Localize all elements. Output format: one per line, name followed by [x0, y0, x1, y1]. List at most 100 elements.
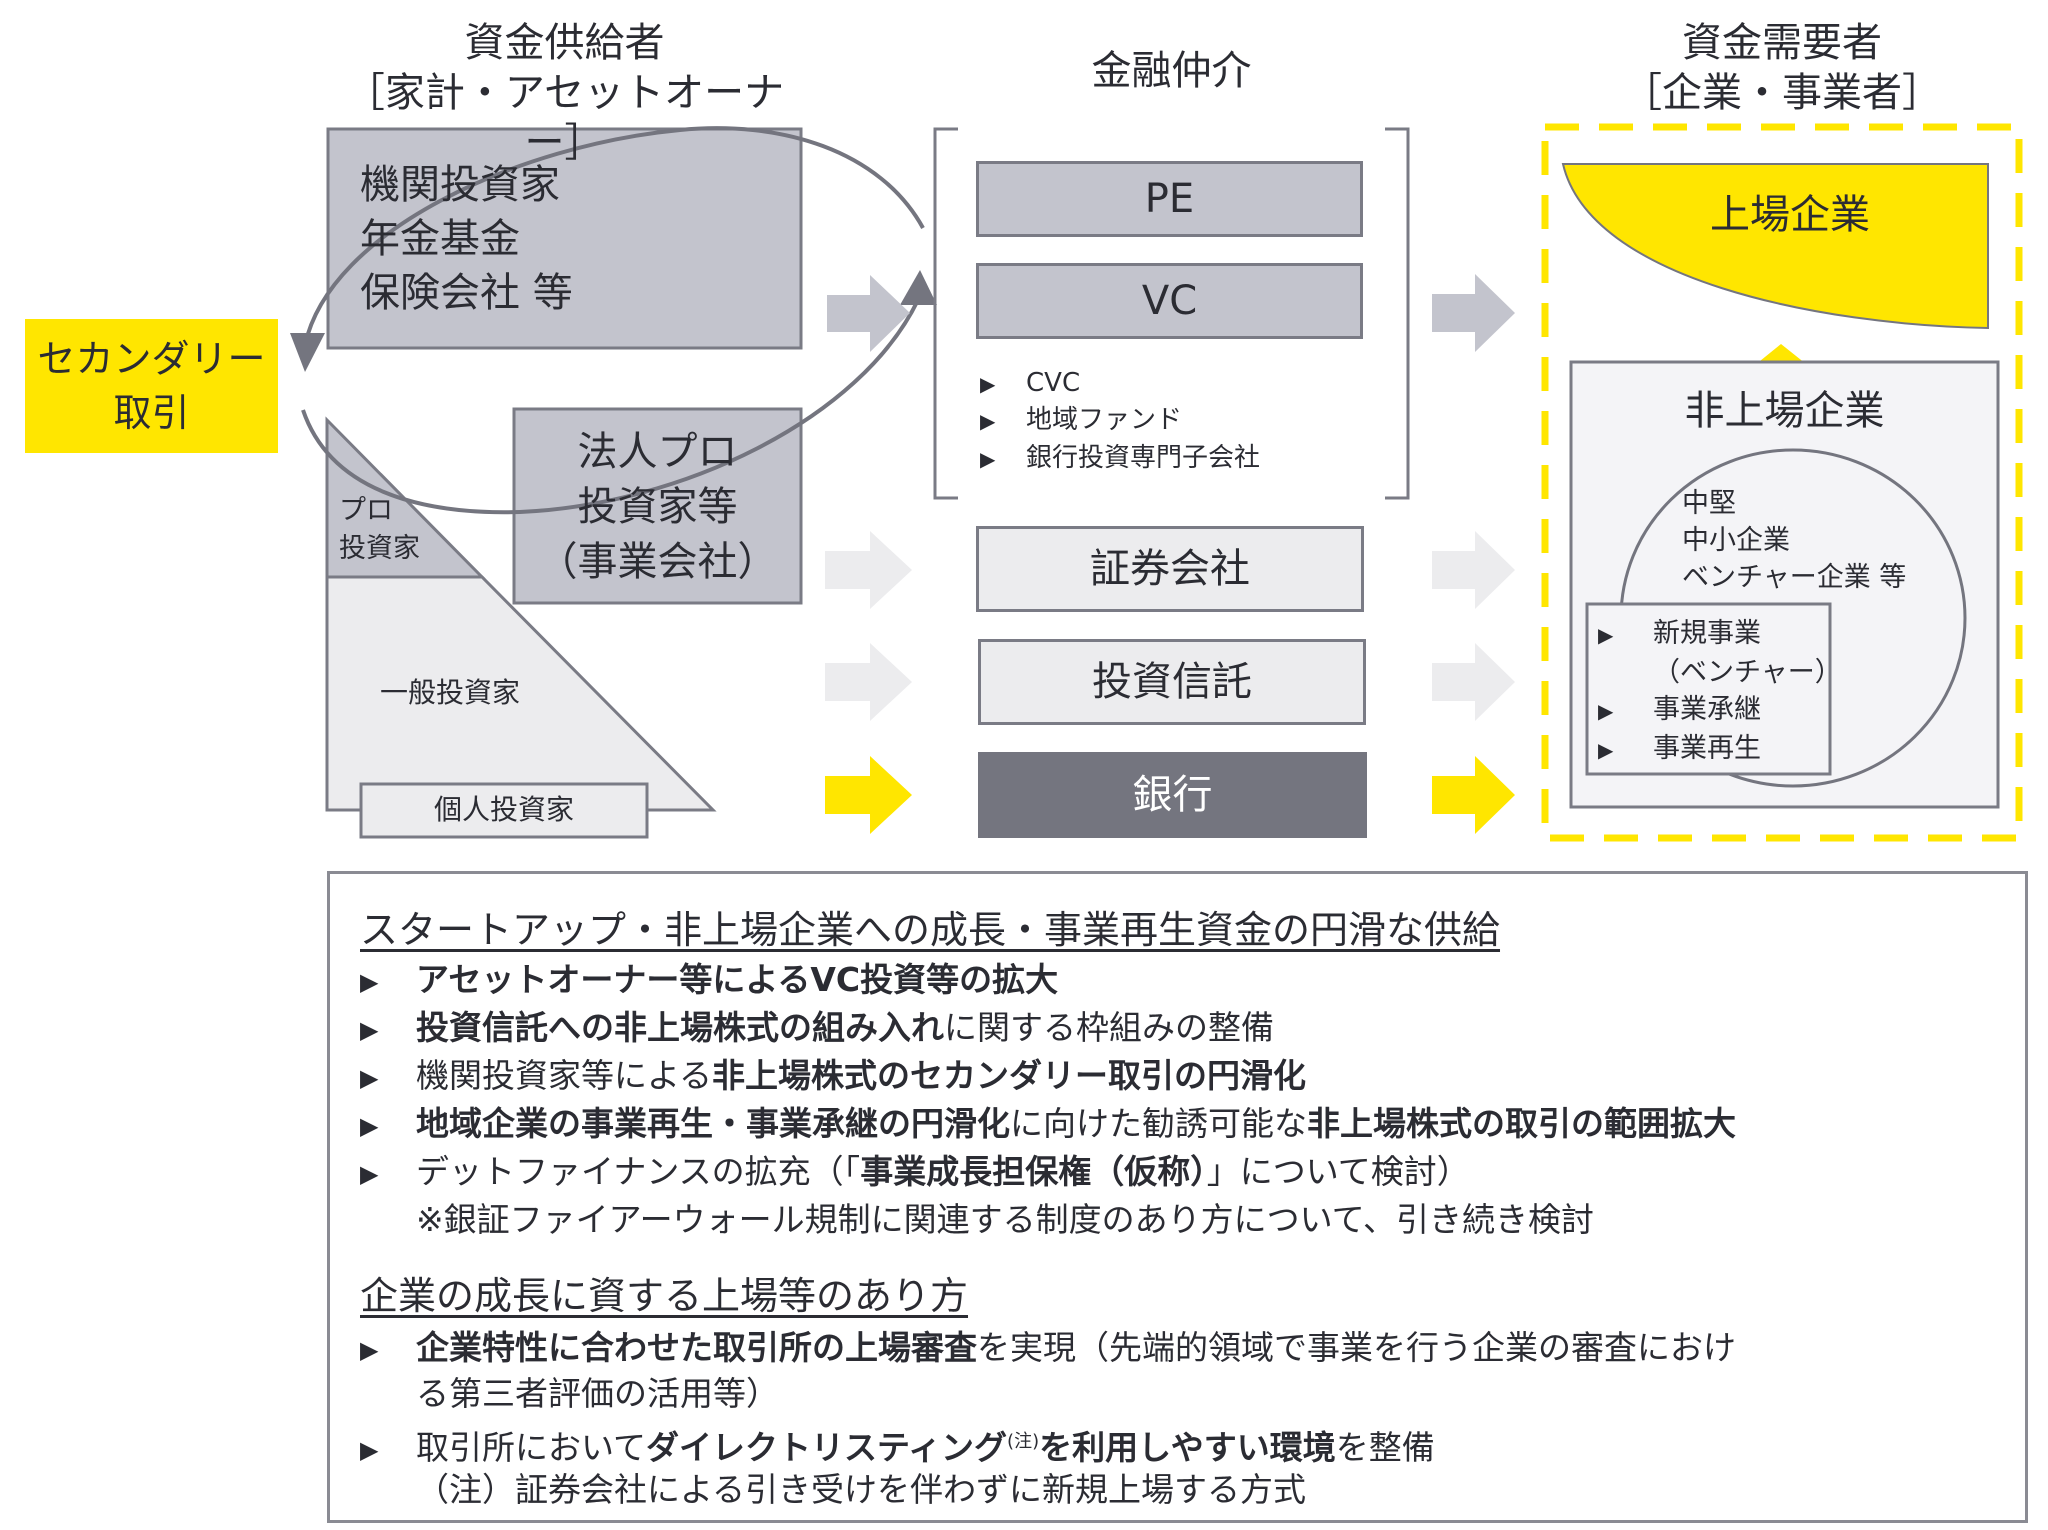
supply-subtitle: ［家計・アセットオーナー］ [344, 70, 785, 166]
investment-trust-label: 投資信託 [1092, 659, 1252, 705]
intermediary-bracket-left [933, 127, 958, 500]
bullet-triangle-icon: ▶ [980, 371, 996, 396]
institutional-item: 年金基金 [360, 216, 520, 262]
unlisted-type-item: 中堅 [1682, 488, 1736, 519]
policy-item: ▶ 機関投資家等による非上場株式のセカンダリー取引の円滑化 [360, 1052, 1306, 1102]
supply-title: 資金供給者 [464, 20, 665, 66]
demand-header: 資金需要者 ［企業・事業者］ [1545, 18, 2019, 118]
secondary-label-line: 取引 [113, 391, 190, 435]
policy-item: ▶地域企業の事業再生・事業承継の円滑化に向けた勧誘可能な非上場株式の取引の範囲拡… [360, 1100, 1736, 1150]
body-text: を整備 [1335, 1428, 1435, 1467]
institutional-box [326, 127, 803, 350]
emphasis-text: 事業成長担保権（仮称） [860, 1152, 1207, 1191]
vc-label: VC [1141, 278, 1198, 324]
stage-item: ▶新規事業 [1598, 615, 1842, 654]
bullet-triangle-icon: ▶ [360, 967, 379, 996]
vc-box: VC [976, 263, 1363, 339]
arrow-right-icon [1432, 756, 1515, 834]
body-text: に関する枠組みの整備 [944, 1008, 1274, 1047]
demand-dashed-frame [1541, 123, 2023, 842]
cycle-arc-upper [303, 126, 925, 346]
arrow-right-icon [825, 756, 912, 834]
demand-title: 資金需要者 [1682, 20, 1882, 66]
unlisted-label: 非上場企業 [1684, 388, 1885, 434]
stage-label: 事業再生 [1653, 733, 1761, 764]
bank-label: 銀行 [1132, 772, 1213, 818]
corporate-pro-label: 法人プロ 投資家等 （事業会社） [514, 425, 801, 590]
institutional-item: 機関投資家 [360, 162, 560, 208]
section2-title: 企業の成長に資する上場等のあり方 [360, 1274, 969, 1318]
securities-label: 証券会社 [1090, 546, 1250, 592]
cycle-arc-lower [301, 299, 920, 515]
stage-item: ▶ 事業再生 [1598, 730, 1842, 769]
arc-arrowhead-down-icon [290, 333, 325, 372]
footnote-marker: (注) [1007, 1431, 1040, 1452]
secondary-box [25, 319, 278, 453]
supply-header: 資金供給者 ［家計・アセットオーナー］ [328, 18, 801, 168]
stage-item: ▶ 事業承継 [1598, 691, 1842, 730]
unlisted-type-item: ベンチャー企業 等 [1682, 562, 1907, 593]
listed-label: 上場企業 [1710, 192, 1870, 238]
individual-investor-box [359, 782, 649, 839]
arc-arrowhead-up-icon [900, 270, 937, 305]
bullet-triangle-icon: ▶ [360, 1159, 379, 1188]
vc-type-item: ▶ CVC [980, 364, 1080, 403]
demand-subtitle: ［企業・事業者］ [1622, 70, 1942, 116]
corporate-pro-line: 法人プロ [577, 429, 738, 475]
emphasis-text: 非上場株式のセカンダリー取引の円滑化 [712, 1056, 1307, 1095]
investment-trust-box: 投資信託 [978, 639, 1366, 725]
unlisted-type-item: 中小企業 [1682, 525, 1790, 556]
arrow-right-icon [825, 643, 912, 721]
bullet-triangle-icon: ▶ [360, 1335, 379, 1364]
emphasis-text: アセットオーナー等によるVC投資等の拡大 [416, 960, 1059, 999]
emphasis-text: 投資信託への非上場株式の組み入れ [416, 1008, 944, 1047]
bullet-triangle-icon: ▶ [360, 1063, 379, 1092]
bullet-triangle-icon: ▶ [1598, 699, 1614, 723]
listed-shape [1561, 163, 1989, 330]
arrow-right-icon [1432, 274, 1515, 352]
arrow-right-icon [1432, 643, 1515, 721]
body-text: 取引所において [416, 1428, 647, 1467]
policy-item-continuation: る第三者評価の活用等） [416, 1374, 779, 1413]
intermediary-header: 金融仲介 [935, 46, 1408, 96]
emphasis-text: ダイレクトリスティング [646, 1428, 1008, 1467]
emphasis-text: を利用しやすい環境 [1039, 1428, 1336, 1467]
section2-note: （注）証券会社による引き受けを伴わずに新規上場する方式 [416, 1470, 1307, 1509]
pro-investor-line: 投資家 [339, 533, 420, 564]
vc-type-item: ▶銀行投資専門子会社 [980, 439, 1260, 478]
section1-title: スタートアップ・非上場企業への成長・事業再生資金の円滑な供給 [360, 908, 1501, 952]
body-text: 機関投資家等による [416, 1056, 713, 1095]
stage-label: 事業承継 [1653, 694, 1761, 725]
vc-type-label: CVC [1026, 368, 1081, 398]
emphasis-text: 非上場株式の取引の範囲拡大 [1307, 1104, 1736, 1143]
stage-label: （ベンチャー） [1653, 657, 1842, 688]
secondary-label-line: セカンダリー [37, 337, 266, 381]
body-text: に向けた勧誘可能な [1010, 1104, 1307, 1143]
policy-item: ▶企業特性に合わせた取引所の上場審査を実現（先端的領域で事業を行う企業の審査にお… [360, 1324, 1736, 1374]
corporate-pro-line: （事業会社） [537, 539, 778, 585]
institutional-list: 機関投資家 年金基金 保険会社 等 [360, 158, 573, 320]
unlisted-types: 中堅 中小企業 ベンチャー企業 等 [1682, 485, 1906, 596]
bullet-triangle-icon: ▶ [1598, 623, 1614, 647]
pro-investor-label: プロ 投資家 [339, 492, 420, 568]
institutional-item: 保険会社 等 [360, 270, 573, 316]
corporate-pro-line: 投資家等 [577, 484, 738, 530]
corporate-pro-box [512, 407, 803, 605]
arrow-right-icon [1432, 531, 1515, 609]
general-investor-label: 一般投資家 [380, 676, 521, 709]
vc-type-label: 地域ファンド [1026, 405, 1183, 435]
policy-item: ▶ アセットオーナー等によるVC投資等の拡大 [360, 956, 1058, 1006]
body-text: を実現（先端的領域で事業を行う企業の審査におけ [977, 1328, 1736, 1367]
stages-box [1585, 602, 1832, 776]
bullet-triangle-icon: ▶ [360, 1435, 379, 1464]
bullet-triangle-icon: ▶ [1598, 738, 1614, 762]
securities-box: 証券会社 [976, 526, 1364, 612]
vc-type-label: 銀行投資専門子会社 [1026, 443, 1261, 473]
emphasis-text: 地域企業の事業再生・事業承継の円滑化 [416, 1104, 1010, 1143]
arrow-right-icon [827, 275, 910, 352]
intermediary-bracket-right [1385, 127, 1410, 500]
policy-item: ▶ 取引所においてダイレクトリスティング(注)を利用しやすい環境を整備 [360, 1418, 1435, 1474]
policy-item: ▶デットファイナンスの拡充（「事業成長担保権（仮称）」について検討） [360, 1148, 1470, 1198]
section1-note: ※銀証ファイアーウォール規制に関連する制度のあり方について、引き続き検討 [416, 1200, 1595, 1239]
